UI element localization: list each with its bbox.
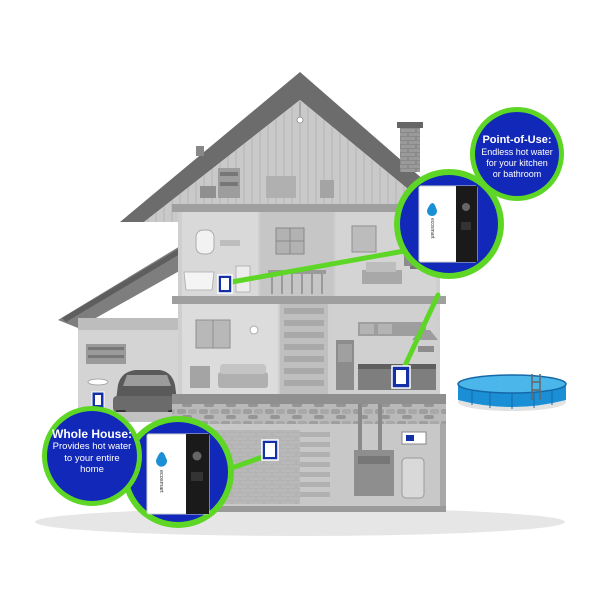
point-of-use-callout	[470, 107, 564, 201]
point-of-use-title: Point-of-Use:	[482, 134, 552, 146]
water-drop-icon-large	[156, 452, 167, 467]
brand-logo-text-large: ecosmart	[158, 470, 164, 493]
whole-house-callout	[42, 406, 142, 506]
bathroom-heater-icon	[217, 274, 233, 294]
whole-house-text: Whole House: Provides hot water to your …	[48, 428, 136, 476]
kitchen-connector	[399, 292, 441, 375]
point-of-use-text: Point-of-Use: Endless hot water for your…	[474, 134, 560, 180]
brand-logo-text: ecosmart	[429, 218, 435, 239]
point-of-use-line-1: Endless hot water	[481, 147, 553, 157]
thermostat-icon	[401, 431, 427, 445]
car-icon	[113, 370, 181, 418]
bathroom-connector	[223, 247, 413, 286]
foundation-stone	[172, 404, 446, 424]
whole-house-line-3: home	[80, 464, 104, 475]
point-of-use-product-badge: ecosmart	[394, 169, 504, 279]
pool-icon	[457, 374, 567, 411]
whole-house-line-1: Provides hot water	[52, 441, 132, 452]
kitchen-heater-icon	[391, 365, 411, 389]
chimney	[400, 126, 420, 172]
whole-house-line-2: to your entire	[64, 452, 120, 464]
point-of-use-line-2: for your kitchen	[486, 158, 548, 168]
whole-house-product-badge: ecosmart	[122, 416, 234, 528]
whole-house-title: Whole House:	[52, 427, 132, 441]
garage-water-heater-icon	[91, 391, 105, 409]
water-drop-icon	[427, 203, 437, 216]
ground-shadow	[35, 508, 565, 536]
point-of-use-line-3: or bathroom	[492, 169, 542, 179]
basement-heater-icon	[261, 439, 279, 461]
